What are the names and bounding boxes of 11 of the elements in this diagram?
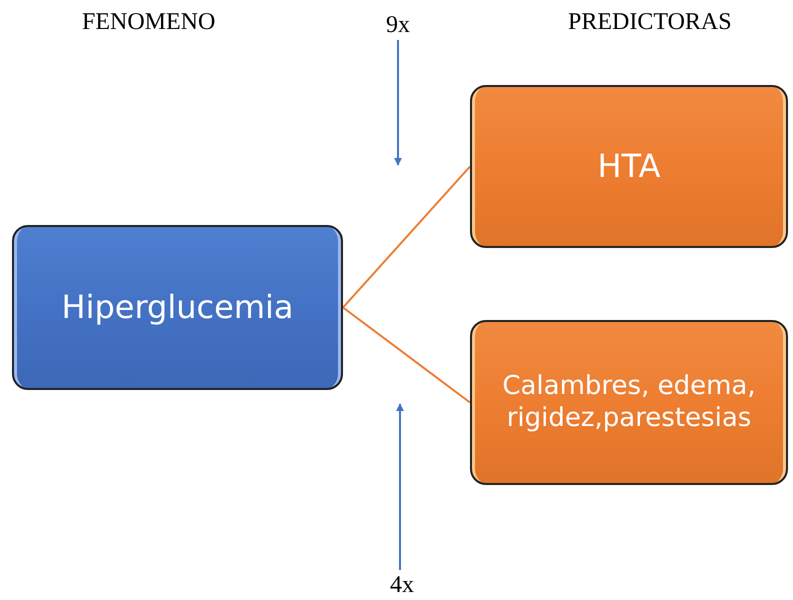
process-box: Calambres, edema, rigidez,parestesias — [470, 320, 788, 485]
process-box: HTA — [470, 85, 788, 248]
arrow — [396, 403, 404, 570]
connector-line — [342, 166, 471, 308]
process-box: Hiperglucemia — [12, 225, 343, 390]
count-label: 4x — [390, 572, 414, 598]
column-heading: PREDICTORAS — [568, 9, 732, 36]
column-heading: FENOMENO — [82, 9, 216, 36]
count-label: 9x — [386, 12, 410, 38]
connector-line — [342, 306, 471, 404]
arrow — [394, 40, 402, 166]
